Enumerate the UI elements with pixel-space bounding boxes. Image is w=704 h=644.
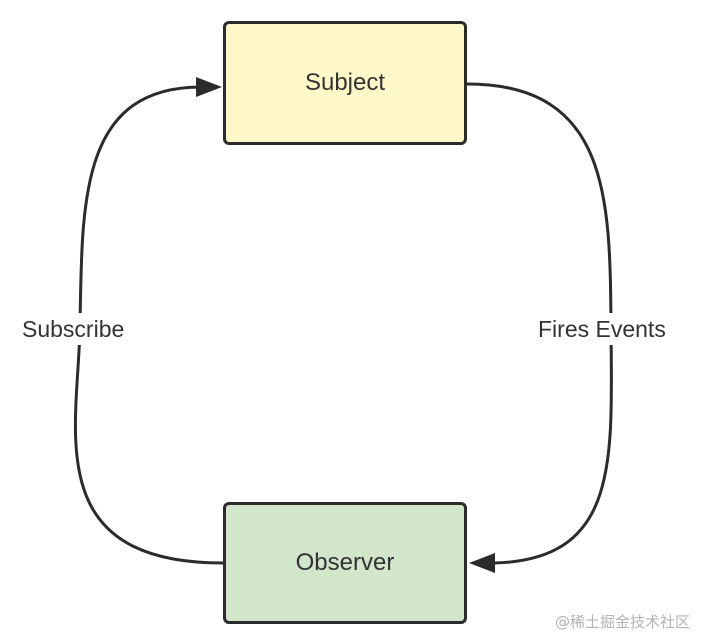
subject-node: Subject	[223, 21, 467, 145]
arrowhead-subscribe	[196, 77, 222, 97]
subscribe-label: Subscribe	[22, 313, 125, 345]
observer-node: Observer	[223, 502, 467, 624]
watermark: @稀土掘金技术社区	[554, 613, 690, 631]
fires-events-label: Fires Events	[538, 313, 666, 345]
observer-label: Observer	[295, 549, 395, 576]
arrowhead-fires-events	[469, 553, 495, 573]
subject-label: Subject	[304, 69, 386, 96]
